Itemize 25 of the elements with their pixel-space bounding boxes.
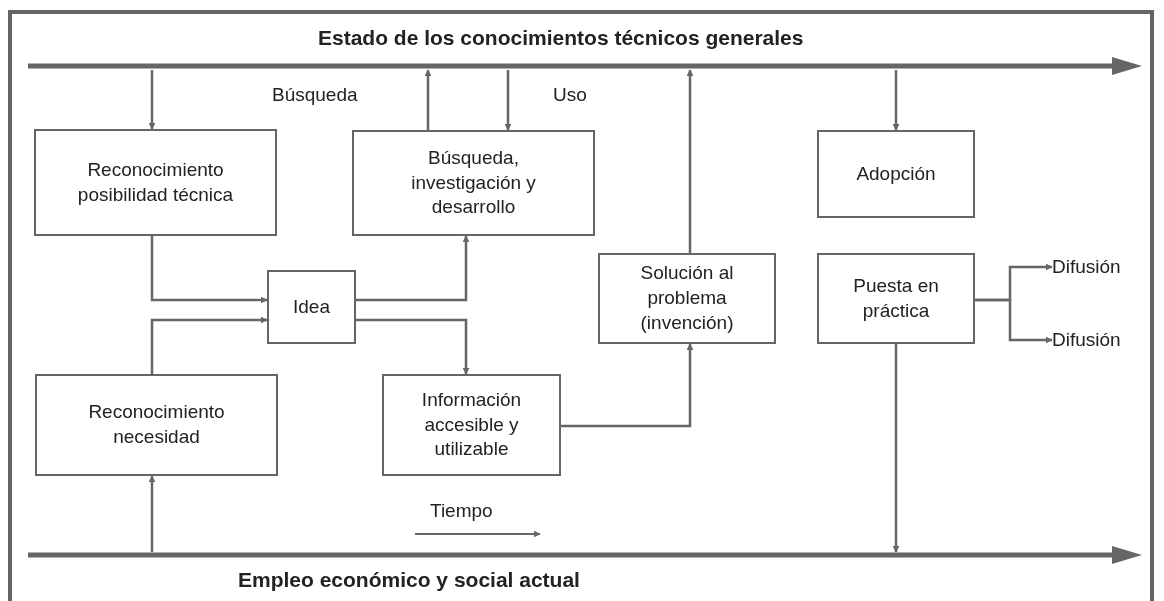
- arrow: [150, 316, 268, 374]
- arrow: [975, 298, 1053, 344]
- arrow: [686, 69, 694, 253]
- process-box: Adopción: [817, 130, 975, 218]
- node-label: Difusión: [1052, 327, 1121, 353]
- arrow: [892, 70, 900, 131]
- process-box: Idea: [267, 270, 356, 344]
- process-box: Reconocimiento posibilidad técnica: [34, 129, 277, 236]
- arrow: [148, 475, 156, 552]
- arrow: [150, 236, 268, 304]
- arrow: [561, 343, 694, 428]
- band-title: Estado de los conocimientos técnicos generales: [318, 26, 804, 50]
- process-box: Reconocimiento necesidad: [35, 374, 278, 476]
- arrow: [504, 70, 512, 131]
- arrow: [356, 318, 470, 375]
- process-box: Solución al problema (invención): [598, 253, 776, 344]
- node-label: Difusión: [1052, 254, 1121, 280]
- band-title: Empleo económico y social actual: [238, 568, 580, 592]
- arrow: [892, 344, 900, 553]
- process-box: Información accesible y utilizable: [382, 374, 561, 476]
- arrow: [148, 70, 156, 130]
- process-box: Puesta en práctica: [817, 253, 975, 344]
- process-box: Búsqueda, investigación y desarrollo: [352, 130, 595, 236]
- arrow: [356, 235, 470, 302]
- arrow: [424, 69, 432, 130]
